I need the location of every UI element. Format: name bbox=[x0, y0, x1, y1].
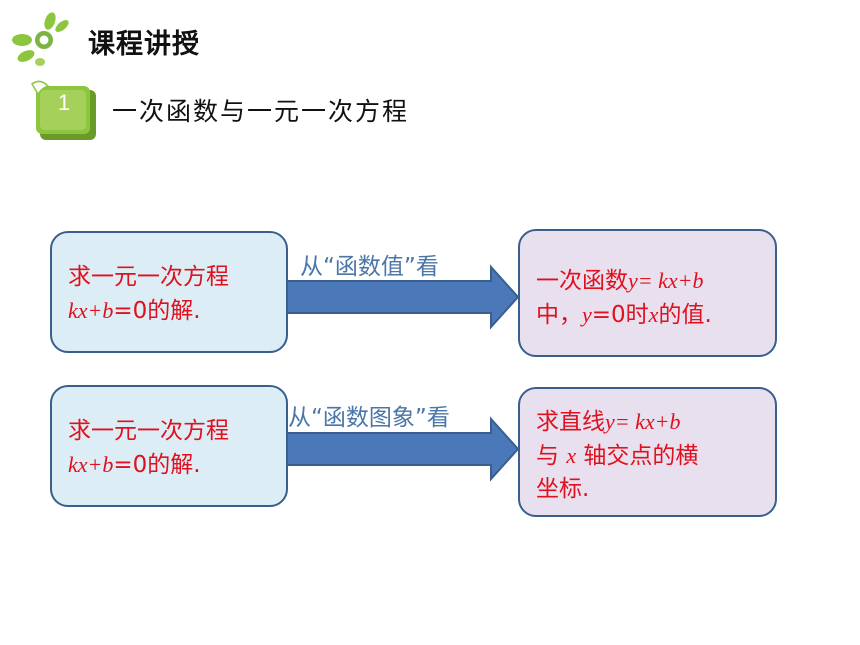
arrow-label-function-value: 从“函数值”看 bbox=[300, 254, 439, 280]
equation-formula: kx+b=0的解. bbox=[68, 298, 201, 324]
section-badge-icon bbox=[31, 80, 96, 140]
equation-formula: kx+b=0的解. bbox=[68, 452, 201, 478]
result-box-2: 求直线y= kx+b 与 x 轴交点的横 坐标. bbox=[518, 387, 777, 517]
section-title: 一次函数与一元一次方程 bbox=[112, 97, 410, 126]
arrow-label-function-graph: 从“函数图象”看 bbox=[288, 405, 450, 431]
section-number: 1 bbox=[57, 90, 71, 115]
equation-box-2: 求一元一次方程 kx+b=0的解. bbox=[50, 385, 288, 507]
result-line-2: 与 x 轴交点的横 bbox=[536, 443, 699, 469]
equation-box-1: 求一元一次方程 kx+b=0的解. bbox=[50, 231, 288, 353]
equation-text: 求一元一次方程 bbox=[68, 264, 229, 290]
result-line-1: 一次函数y= kx+b bbox=[536, 268, 704, 294]
result-line-2: 中，y=0时x的值. bbox=[536, 302, 712, 328]
result-line-3: 坐标. bbox=[536, 476, 590, 502]
flower-logo-icon bbox=[12, 12, 69, 66]
arrow-right-icon bbox=[286, 416, 520, 482]
result-box-1: 一次函数y= kx+b 中，y=0时x的值. bbox=[518, 229, 777, 357]
course-title: 课程讲授 bbox=[88, 29, 200, 60]
result-line-1: 求直线y= kx+b bbox=[536, 409, 681, 435]
equation-text: 求一元一次方程 bbox=[68, 418, 229, 444]
arrow-right-icon bbox=[286, 264, 520, 330]
